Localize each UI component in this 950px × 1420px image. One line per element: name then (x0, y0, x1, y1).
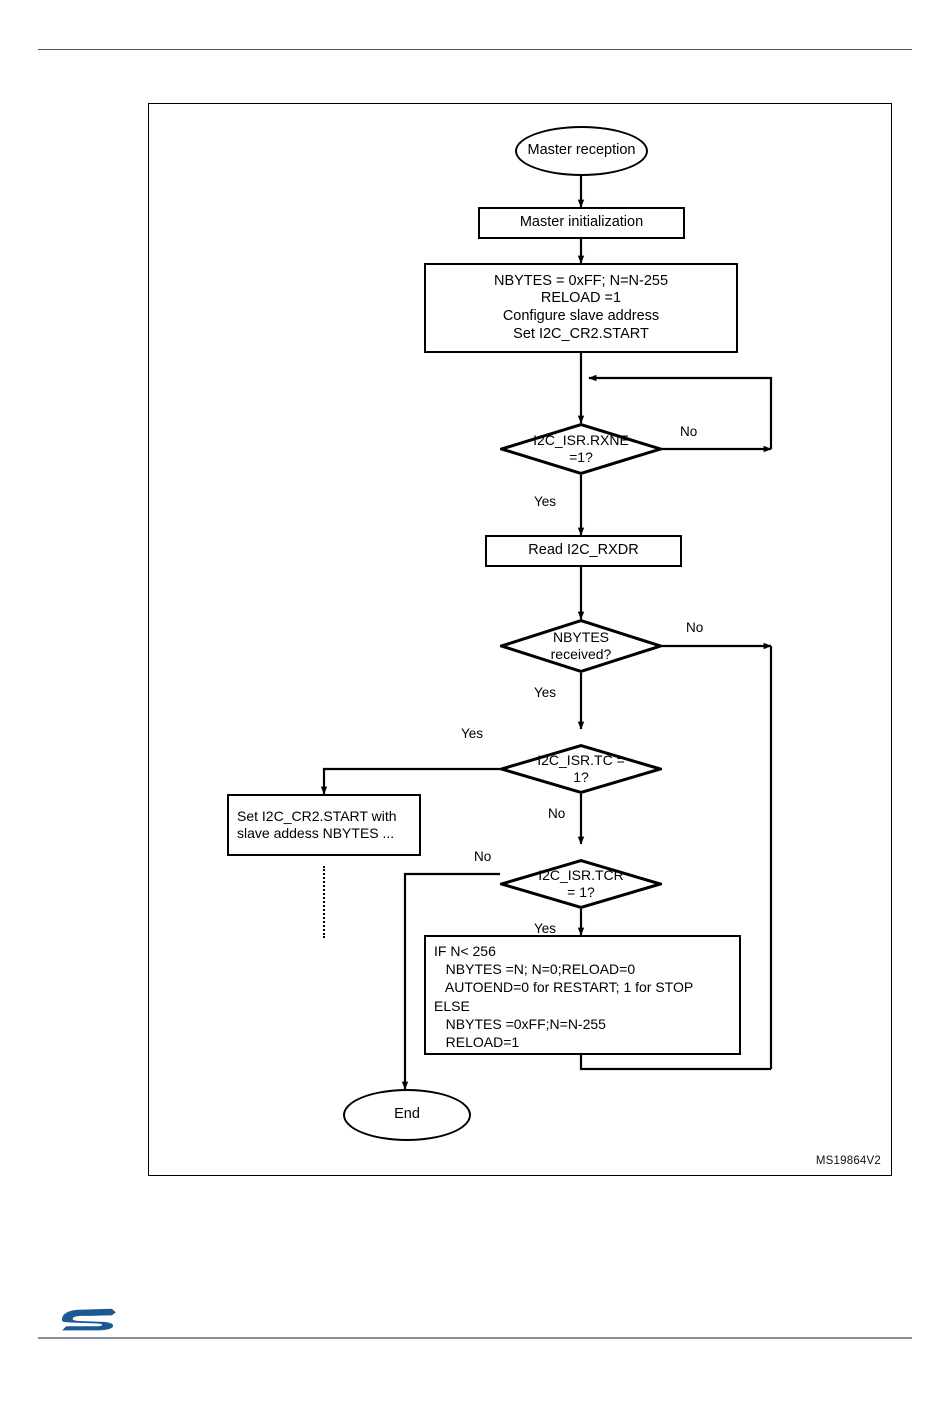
node-label: End (394, 1106, 420, 1123)
continuation-dotted-line (323, 866, 325, 938)
terminator-shape (343, 1089, 471, 1141)
node-decision-rxne[interactable]: I2C_ISR.RXNE =1? (500, 423, 662, 475)
tcr-line-1: I2C_ISR.TCR (538, 866, 624, 883)
node-master-initialization[interactable]: Master initialization (478, 207, 685, 239)
node-decision-nbytes-received[interactable]: NBYTES received? (500, 619, 662, 673)
node-label: I2C_ISR.RXNE =1? (533, 432, 629, 467)
tc-line-1: I2C_ISR.TC = (537, 751, 625, 768)
node-label: Master reception (527, 142, 636, 159)
node-label: NBYTES received? (551, 629, 612, 664)
edge-label-nbytes-no: No (686, 620, 704, 635)
restart-line-1: Set I2C_CR2.START with (237, 807, 397, 824)
setup-line-1: NBYTES = 0xFF; N=N-255 (493, 272, 669, 289)
rxne-line-2: =1? (569, 449, 593, 465)
edge-label-rxne-yes: Yes (534, 494, 557, 509)
nbytes-line-2: received? (550, 646, 612, 662)
edge-label-tcr-no: No (474, 849, 492, 864)
node-restart-start[interactable]: Set I2C_CR2.START with slave addess NBYT… (227, 794, 421, 856)
node-read-rxdr[interactable]: Read I2C_RXDR (485, 535, 682, 567)
node-label: I2C_ISR.TCR = 1? (538, 867, 624, 902)
restart-line-2: slave addess NBYTES ... (237, 825, 395, 841)
node-decision-tc[interactable]: I2C_ISR.TC = 1? (500, 744, 662, 794)
diamond-shape (500, 423, 662, 475)
header-rule (38, 49, 912, 50)
nbytes-line-1: NBYTES (552, 628, 609, 645)
setup-line-3: Configure slave address (502, 308, 660, 324)
tc-line-2: 1? (573, 769, 589, 785)
diamond-shape (500, 619, 662, 673)
rxne-line-1: I2C_ISR.RXNE (533, 431, 629, 448)
edge-label-rxne-no: No (680, 424, 698, 439)
figure-id: MS19864V2 (815, 1155, 881, 1167)
node-decision-tcr[interactable]: I2C_ISR.TCR = 1? (500, 859, 662, 909)
edge-label-tcr-yes: Yes (534, 921, 557, 936)
node-setup-nbytes[interactable]: NBYTES = 0xFF; N=N-255 RELOAD =1 Configu… (424, 263, 738, 353)
footer-rule (38, 1337, 912, 1339)
node-master-reception[interactable]: Master reception (515, 126, 648, 176)
terminator-shape (515, 126, 648, 176)
node-label: Read I2C_RXDR (528, 542, 639, 559)
node-label: I2C_ISR.TC = 1? (537, 752, 625, 787)
setup-line-2: RELOAD =1 (540, 290, 622, 307)
edge-label-nbytes-yes: Yes (534, 685, 557, 700)
diamond-shape (500, 859, 662, 909)
flowchart-connectors (320, 176, 773, 1090)
node-end[interactable]: End (343, 1089, 471, 1141)
st-logo (58, 1305, 120, 1331)
node-reload-logic[interactable]: IF N< 256 NBYTES =N; N=0;RELOAD=0 AUTOEN… (424, 935, 741, 1055)
node-label: Master initialization (519, 214, 644, 231)
diamond-shape (500, 744, 662, 794)
tcr-line-2: = 1? (567, 884, 595, 900)
flowchart-figure: Master reception Master initialization N… (148, 103, 892, 1176)
edge-label-tc-yes: Yes (461, 726, 484, 741)
reload-code: IF N< 256 NBYTES =N; N=0;RELOAD=0 AUTOEN… (434, 943, 694, 1050)
edge-label-tc-no: No (548, 806, 566, 821)
setup-line-4: Set I2C_CR2.START (513, 325, 649, 342)
